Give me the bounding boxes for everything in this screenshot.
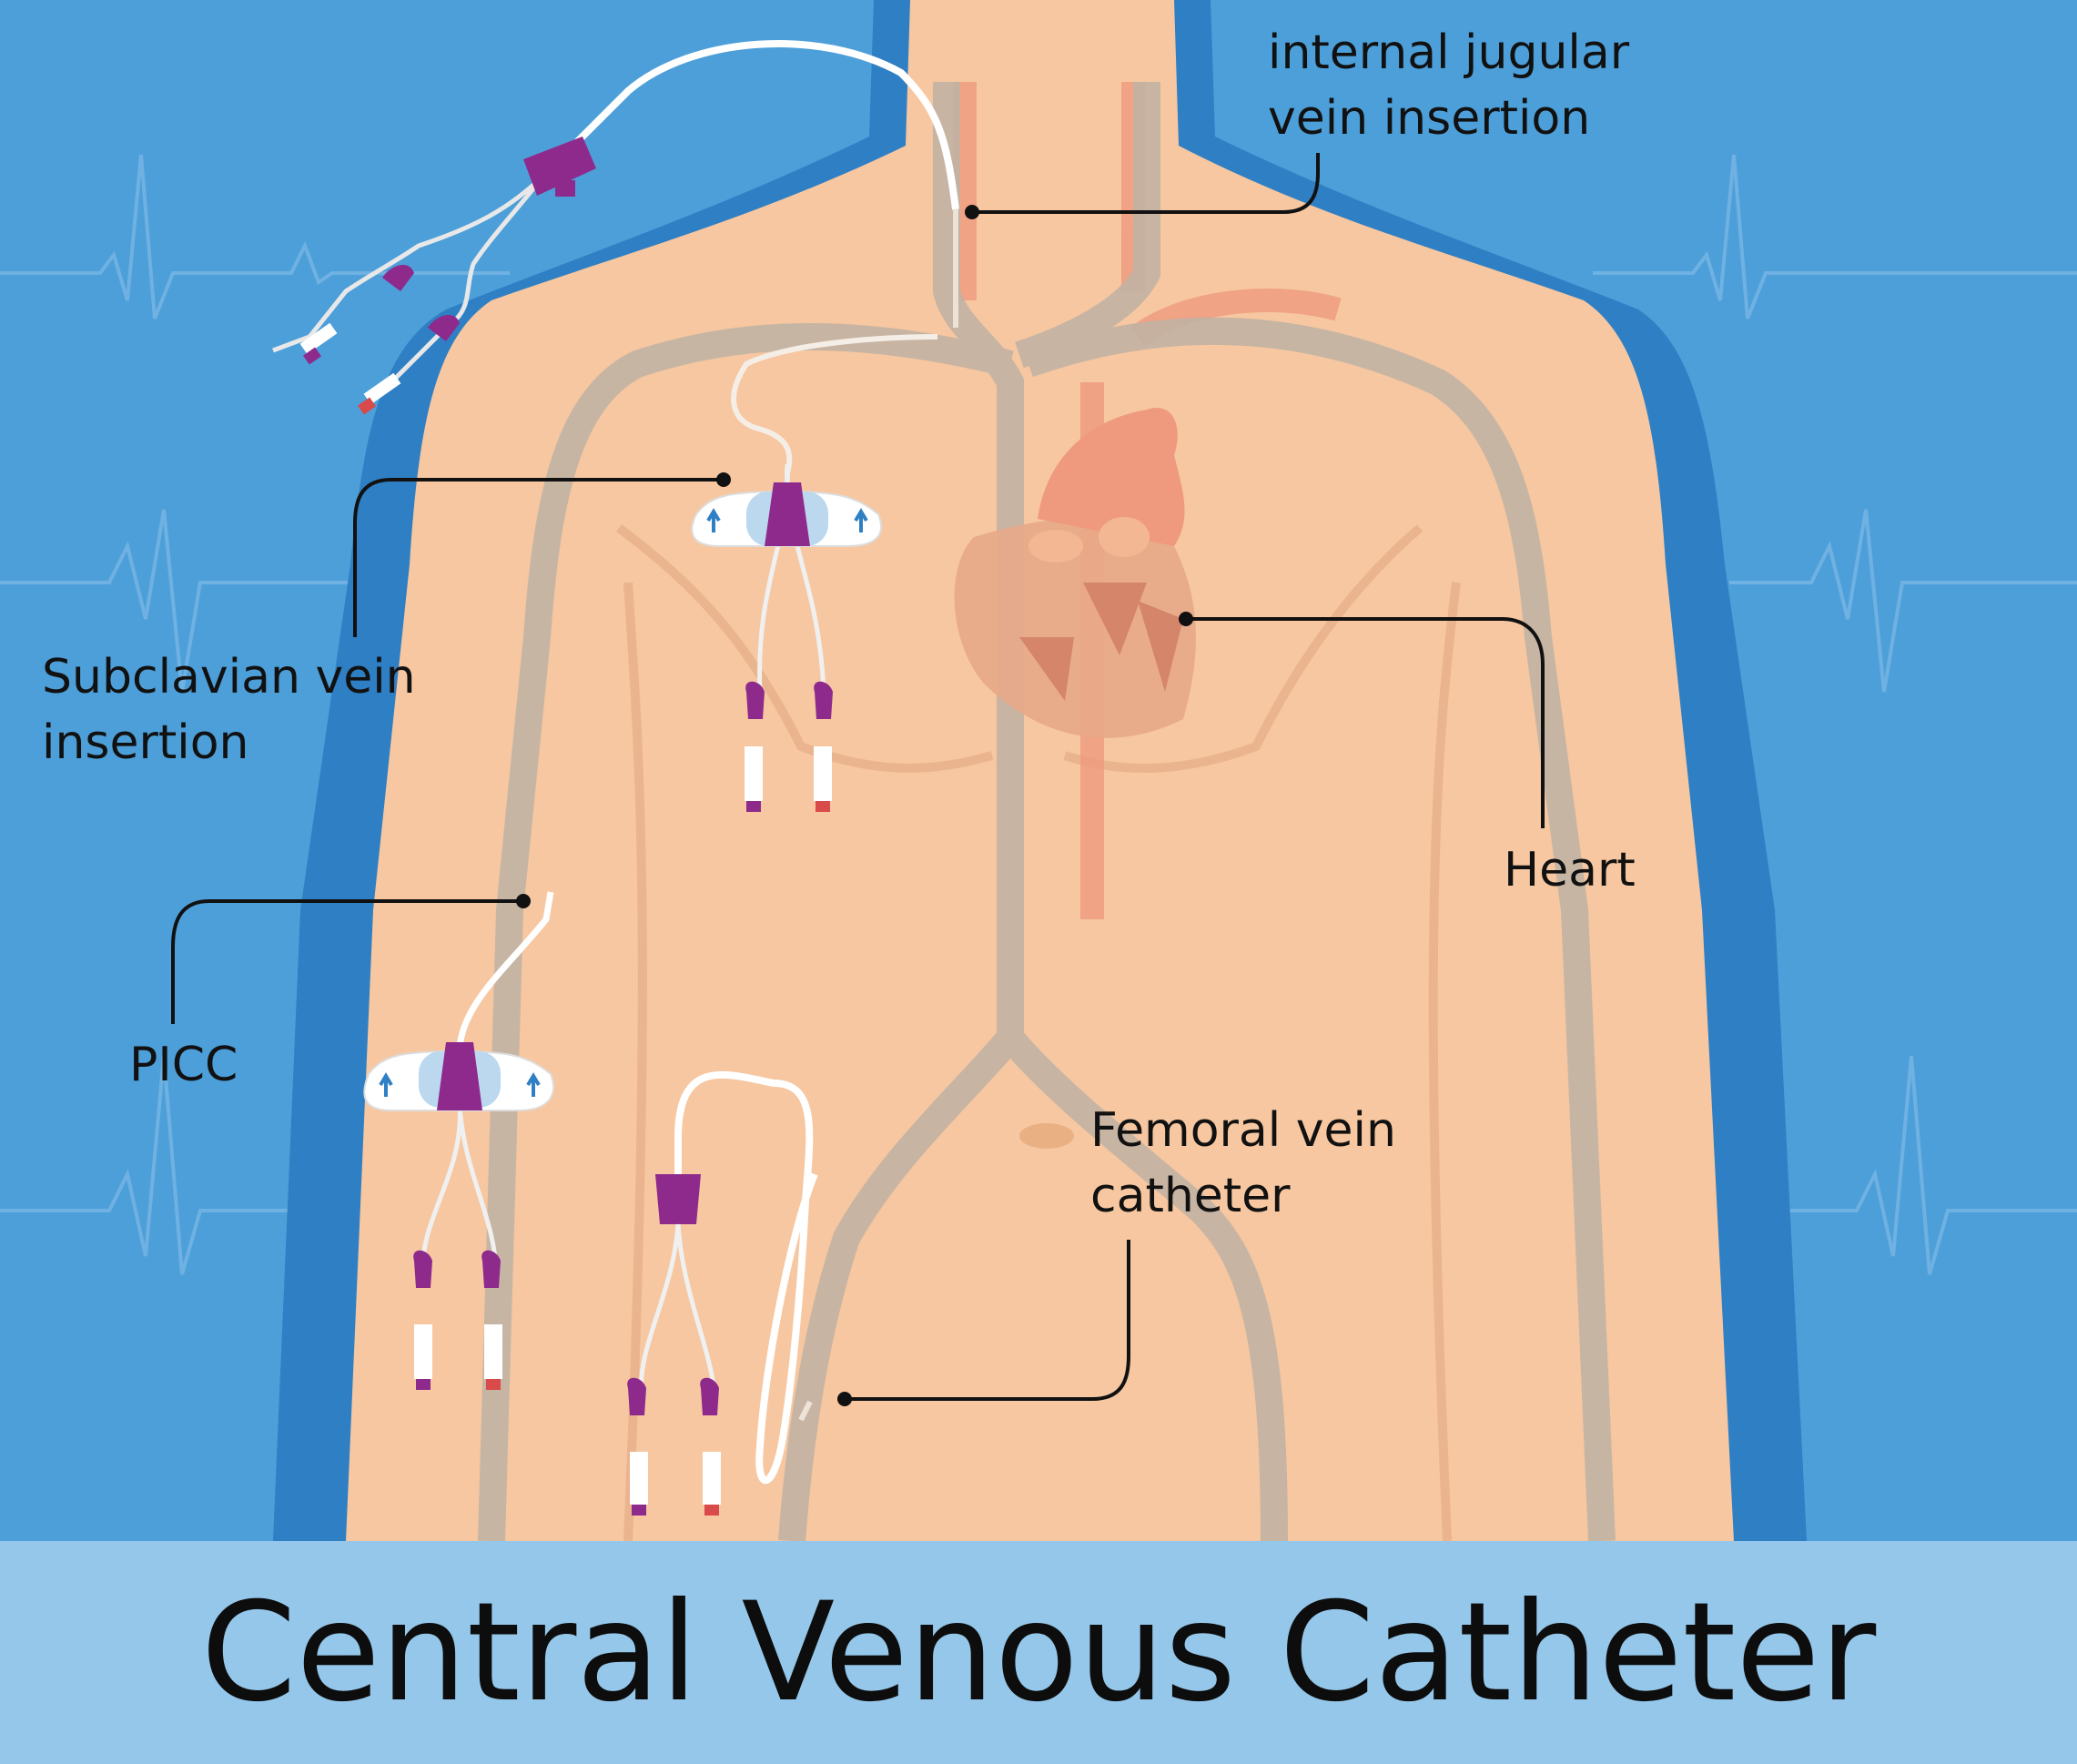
- leader-heart: [1186, 617, 1545, 828]
- dot-femoral: [837, 1392, 852, 1406]
- leader-lines: [171, 153, 1545, 1401]
- femoral-catheter: [627, 1070, 818, 1516]
- veins: [478, 82, 1616, 1543]
- diagram-title: Central Venous Catheter: [200, 1573, 1877, 1732]
- label-subclavian-line2: insertion: [42, 715, 249, 770]
- label-picc: PICC: [129, 1032, 238, 1098]
- dot-heart: [1179, 612, 1193, 626]
- leader-jugular: [972, 153, 1320, 214]
- jugular-catheter: [272, 40, 959, 415]
- leader-dots: [516, 205, 1193, 1406]
- label-internal-jugular-line1: internal jugular: [1268, 25, 1630, 80]
- leader-femoral: [845, 1240, 1130, 1401]
- arm-contours: [615, 524, 1461, 1542]
- subclavian-catheter: [691, 334, 938, 812]
- title-band: [0, 1541, 2077, 1764]
- label-internal-jugular-line2: vein insertion: [1268, 91, 1591, 146]
- dot-picc: [516, 894, 531, 908]
- label-internal-jugular: internal jugular vein insertion: [1268, 20, 1629, 151]
- ecg-lines: [0, 154, 2077, 1275]
- label-femoral-line1: Femoral vein: [1090, 1103, 1396, 1158]
- label-picc-text: PICC: [129, 1038, 238, 1092]
- label-heart: Heart: [1504, 837, 1636, 903]
- label-femoral-line2: catheter: [1090, 1169, 1291, 1223]
- navel: [1019, 1123, 1074, 1149]
- dot-subclavian: [716, 472, 731, 487]
- label-subclavian: Subclavian vein insertion: [42, 644, 416, 776]
- leader-subclavian: [353, 478, 724, 637]
- label-subclavian-line1: Subclavian vein: [42, 650, 416, 705]
- picc-catheter: [363, 891, 555, 1390]
- body-skin: [346, 0, 1734, 1541]
- dot-jugular: [965, 205, 979, 219]
- label-femoral: Femoral vein catheter: [1090, 1098, 1396, 1229]
- label-heart-text: Heart: [1504, 843, 1636, 897]
- leader-picc: [171, 899, 523, 1024]
- heart-illustration: [954, 408, 1196, 738]
